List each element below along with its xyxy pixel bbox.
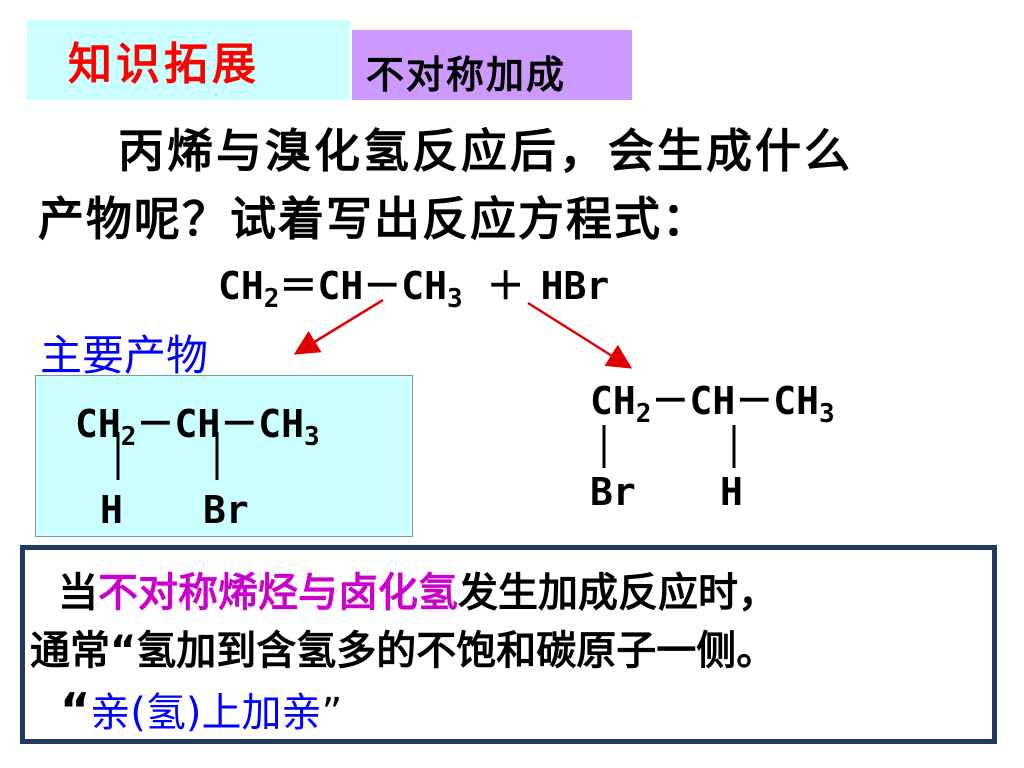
reactant-ch3: CH — [401, 264, 447, 308]
rule-line-2: 通常“氢加到含氢多的不饱和碳原子一侧。 — [30, 628, 777, 674]
main-ch3-subscript: 3 — [303, 422, 320, 452]
mnemonic-text: 亲(氢)上加亲 — [90, 690, 322, 736]
main-bond-1: － — [136, 402, 175, 446]
arrow-to-minor-product — [527, 301, 633, 369]
rule-line-1: 当不对称烯烃与卤化氢发生加成反应时， — [58, 560, 778, 618]
mnemonic-open-quote: “ — [60, 683, 91, 737]
main-product-label: 主要产物 — [40, 331, 209, 380]
mnemonic-close-quote: ” — [321, 690, 343, 736]
main-product-box — [35, 375, 413, 537]
minor-bond-1: － — [651, 379, 690, 423]
minor-ch2: CH — [590, 379, 636, 423]
title-background — [27, 20, 350, 100]
main-ch2-subscript: 2 — [120, 422, 137, 452]
section-title: 知识拓展 — [68, 39, 260, 90]
reactant-ch: CH — [317, 264, 364, 308]
arrow-to-main-product — [293, 298, 384, 355]
subtitle-background — [352, 30, 632, 100]
plus-sign: ＋ — [486, 264, 525, 308]
main-product-formula: CH2－CH－CH3 — [75, 393, 320, 452]
rule-prefix: 当 — [58, 570, 98, 616]
minor-bond-2: － — [735, 379, 774, 423]
topic-subtitle: 不对称加成 — [366, 52, 567, 97]
double-bond: ＝ — [279, 264, 318, 308]
minor-substituent-br: Br — [590, 470, 636, 514]
main-ch2: CH — [75, 402, 121, 446]
reactant-ch2: CH — [218, 264, 264, 308]
minor-ch: CH — [689, 379, 736, 423]
rule-suffix: 发生加成反应时， — [458, 570, 778, 616]
minor-ch2-subscript: 2 — [635, 399, 652, 429]
main-bond-2: － — [220, 402, 259, 446]
minor-ch3: CH — [773, 379, 819, 423]
rule-line-3: “亲(氢)上加亲” — [60, 680, 342, 738]
question-line-1: 丙烯与溴化氢反应后，会生成什么 — [118, 124, 853, 178]
minor-ch3-subscript: 3 — [818, 399, 835, 429]
reagent-hbr: HBr — [540, 264, 610, 308]
markovnikov-rule-box — [20, 545, 997, 744]
minor-substituent-h: H — [720, 470, 743, 514]
reactant-ch2-subscript: 2 — [263, 284, 280, 314]
minor-product-formula: CH2－CH－CH3 — [590, 370, 835, 429]
main-substituent-br: Br — [203, 488, 249, 532]
main-ch3: CH — [258, 402, 304, 446]
question-line-2: 产物呢？试着写出反应方程式： — [38, 192, 710, 246]
reactant-ch3-subscript: 3 — [446, 284, 463, 314]
main-substituent-h: H — [100, 488, 123, 532]
rule-highlight: 不对称烯烃与卤化氢 — [98, 570, 458, 616]
main-ch: CH — [174, 402, 221, 446]
